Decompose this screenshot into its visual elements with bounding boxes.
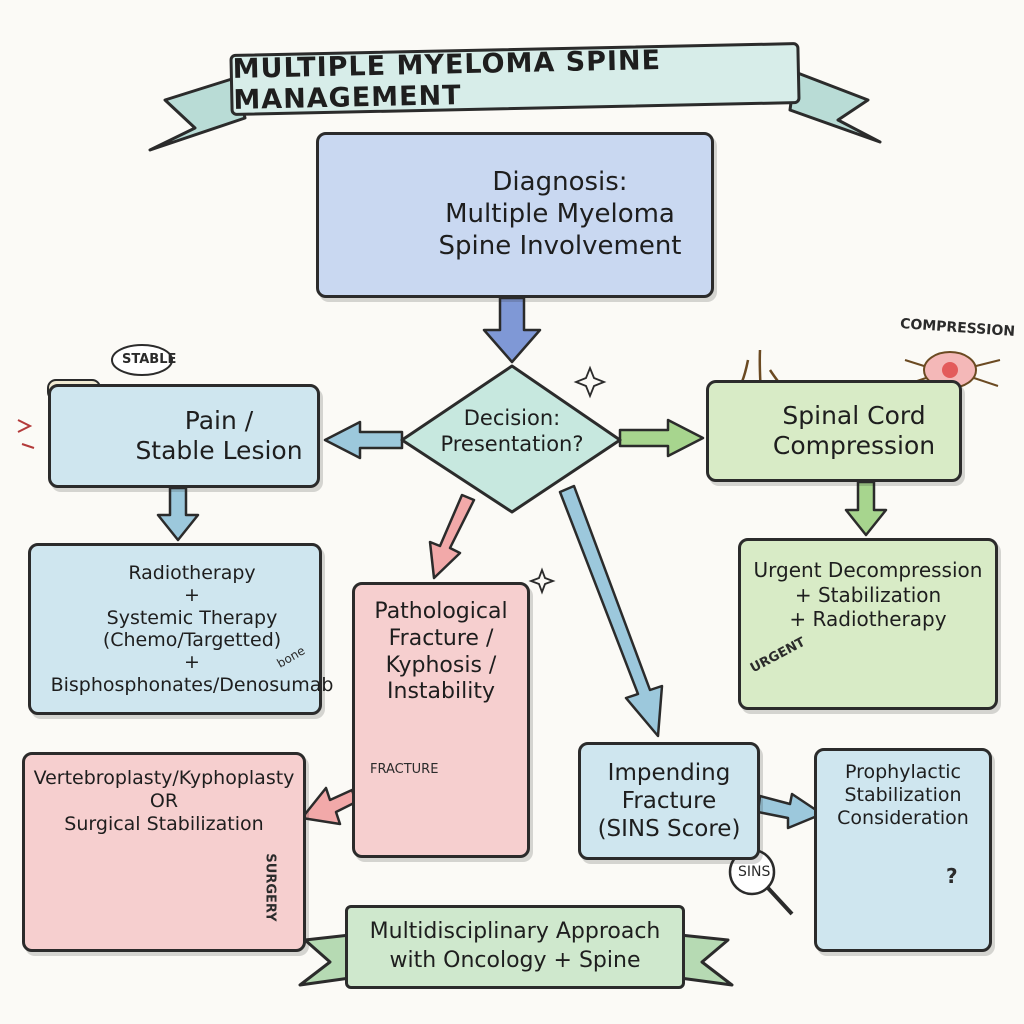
conservative-treatment-node: Radiotherapy + Systemic Therapy (Chemo/T… <box>28 543 333 715</box>
arrow-pathological-to-augmentation <box>300 786 358 826</box>
footer-label: Multidisciplinary Approach with Oncology… <box>369 919 661 973</box>
decision-label: Decision: Presentation? <box>440 406 584 456</box>
impending-fracture-node: Impending Fracture (SINS Score) <box>578 742 760 860</box>
vertebroplasty-node: Vertebroplasty/Kyphoplasty OR Surgical S… <box>22 752 306 952</box>
arrow-cord-to-urgent <box>844 480 888 537</box>
arrow-decision-to-pain <box>323 420 404 460</box>
fracture-tag: FRACTURE <box>370 762 439 777</box>
arrow-diagnosis-to-decision <box>482 296 542 364</box>
diagram-title: MULTIPLE MYELOMA SPINE MANAGEMENT <box>232 44 662 116</box>
title-ribbon-right-tail <box>788 70 882 144</box>
stable-tag: STABLE <box>122 352 177 367</box>
prophylactic-stabilization-node: Prophylactic Stabilization Consideration <box>814 748 992 952</box>
pathological-fracture-node: Pathological Fracture / Kyphosis / Insta… <box>352 582 530 858</box>
title-banner: MULTIPLE MYELOMA SPINE MANAGEMENT <box>229 42 801 116</box>
spinal-cord-compression-node: Spinal Cord Compression <box>706 380 962 482</box>
conservative-treatment-label: Radiotherapy + Systemic Therapy (Chemo/T… <box>50 561 334 696</box>
question-mark: ? <box>946 864 958 888</box>
impending-fracture-label: Impending Fracture (SINS Score) <box>597 759 741 843</box>
urgent-decompression-node: Urgent Decompression + Stabilization + R… <box>738 538 998 710</box>
footer-banner: Multidisciplinary Approach with Oncology… <box>345 905 685 989</box>
vertebroplasty-label: Vertebroplasty/Kyphoplasty OR Surgical S… <box>33 767 295 836</box>
diagnosis-label: Diagnosis: Multiple Myeloma Spine Involv… <box>438 167 682 261</box>
footer-ribbon-left-tail <box>298 933 352 987</box>
sins-tag: SINS <box>738 864 771 880</box>
decision-node: Decision: Presentation? <box>400 364 624 514</box>
pathological-fracture-label: Pathological Fracture / Kyphosis / Insta… <box>374 599 508 705</box>
sparkle-icon <box>528 567 556 595</box>
footer-ribbon-right-tail <box>678 933 734 987</box>
sparkle-icon <box>573 365 607 399</box>
compression-icon <box>904 351 1001 389</box>
decision-diamond <box>400 364 622 514</box>
prophylactic-stabilization-label: Prophylactic Stabilization Consideration <box>837 761 969 830</box>
arrow-decision-to-impending <box>558 484 664 738</box>
pain-stable-label: Pain / Stable Lesion <box>135 405 303 466</box>
arrow-impending-to-prophylactic <box>756 792 824 830</box>
arrow-decision-to-cord <box>618 418 705 458</box>
arrow-pain-to-conservative <box>156 486 200 542</box>
spinal-cord-compression-label: Spinal Cord Compression <box>772 400 936 461</box>
surgery-tag: SURGERY <box>262 853 278 922</box>
diagnosis-node: Diagnosis: Multiple Myeloma Spine Involv… <box>316 132 714 298</box>
arrow-decision-to-pathological <box>428 493 476 580</box>
urgent-decompression-label: Urgent Decompression + Stabilization + R… <box>753 558 983 632</box>
pain-stable-node: Pain / Stable Lesion <box>48 384 320 488</box>
